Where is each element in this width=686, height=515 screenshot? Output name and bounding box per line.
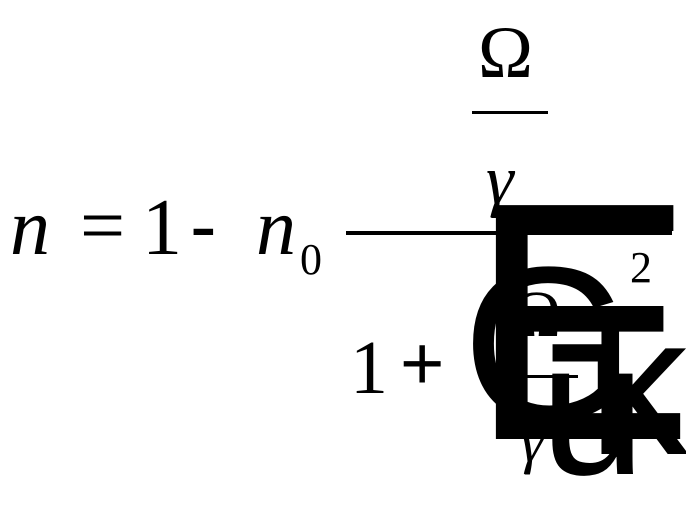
denominator-numeral-one: 1 [350,326,388,410]
exponent-two: 2 [630,243,652,292]
variable-n-zero: n [256,184,296,272]
minus-sign: - [190,181,217,270]
variable-n: n [10,184,50,272]
small-fraction-bar-top [472,111,548,114]
equals-sign: = [80,182,126,270]
overlay-glyph-k: k [588,274,686,497]
subscript-zero: 0 [300,235,322,284]
numeral-one: 1 [142,184,182,272]
omega-inner-numerator: Ω [512,278,562,351]
main-fraction-bar [346,231,672,235]
small-fraction-bar-bottom [506,375,578,378]
gamma-denominator: γ [486,142,514,219]
overlay-glyph-u: u [540,303,646,515]
omega-numerator: Ω [478,12,533,94]
plus-sign: + [400,321,445,406]
overlay-glyph-e: E [468,132,686,512]
overlay-glyph-g: G [462,221,634,467]
gamma-inner-denominator: γ [520,407,545,475]
